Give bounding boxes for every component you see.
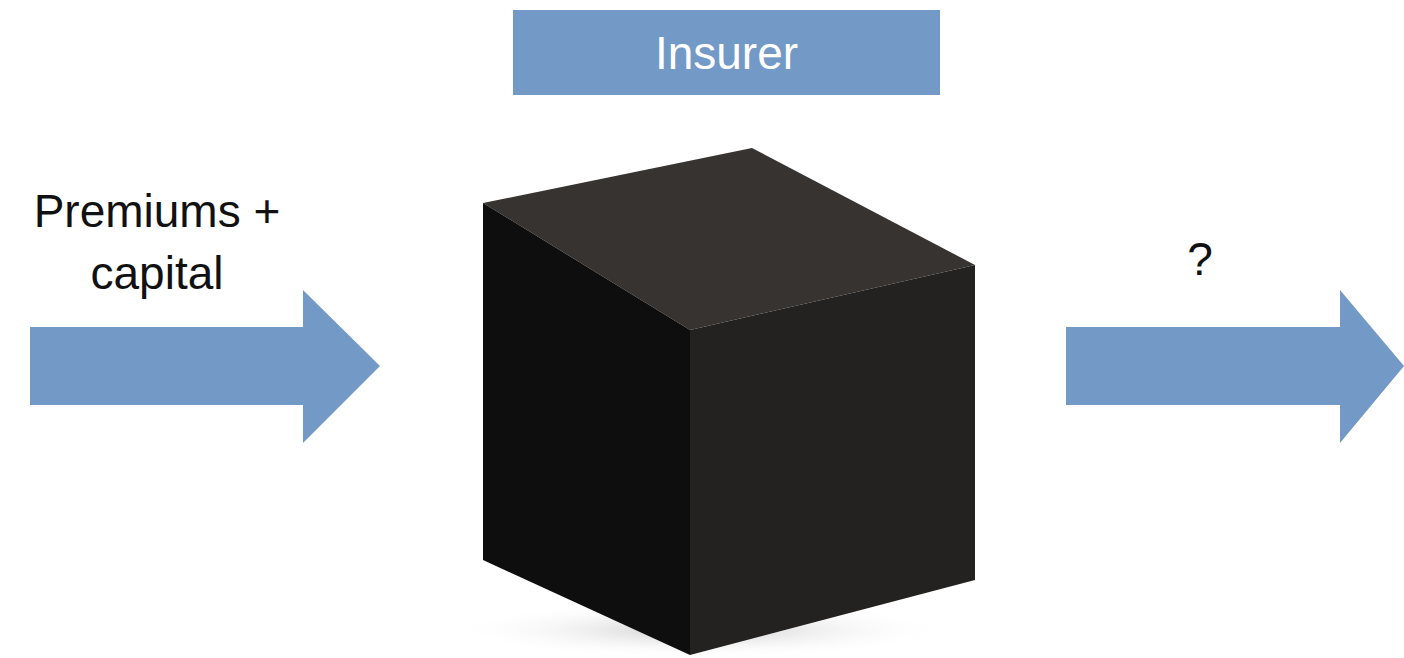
flow-label: ? [1150,228,1250,290]
output-arrow [1066,290,1404,443]
box-text: Insurer [655,26,798,80]
cube-left-face [483,203,690,655]
flow-label: Premiums + capital [12,180,302,304]
input-arrow [30,290,380,443]
title-box: Insurer [513,10,940,95]
cube-right-face [690,265,975,655]
